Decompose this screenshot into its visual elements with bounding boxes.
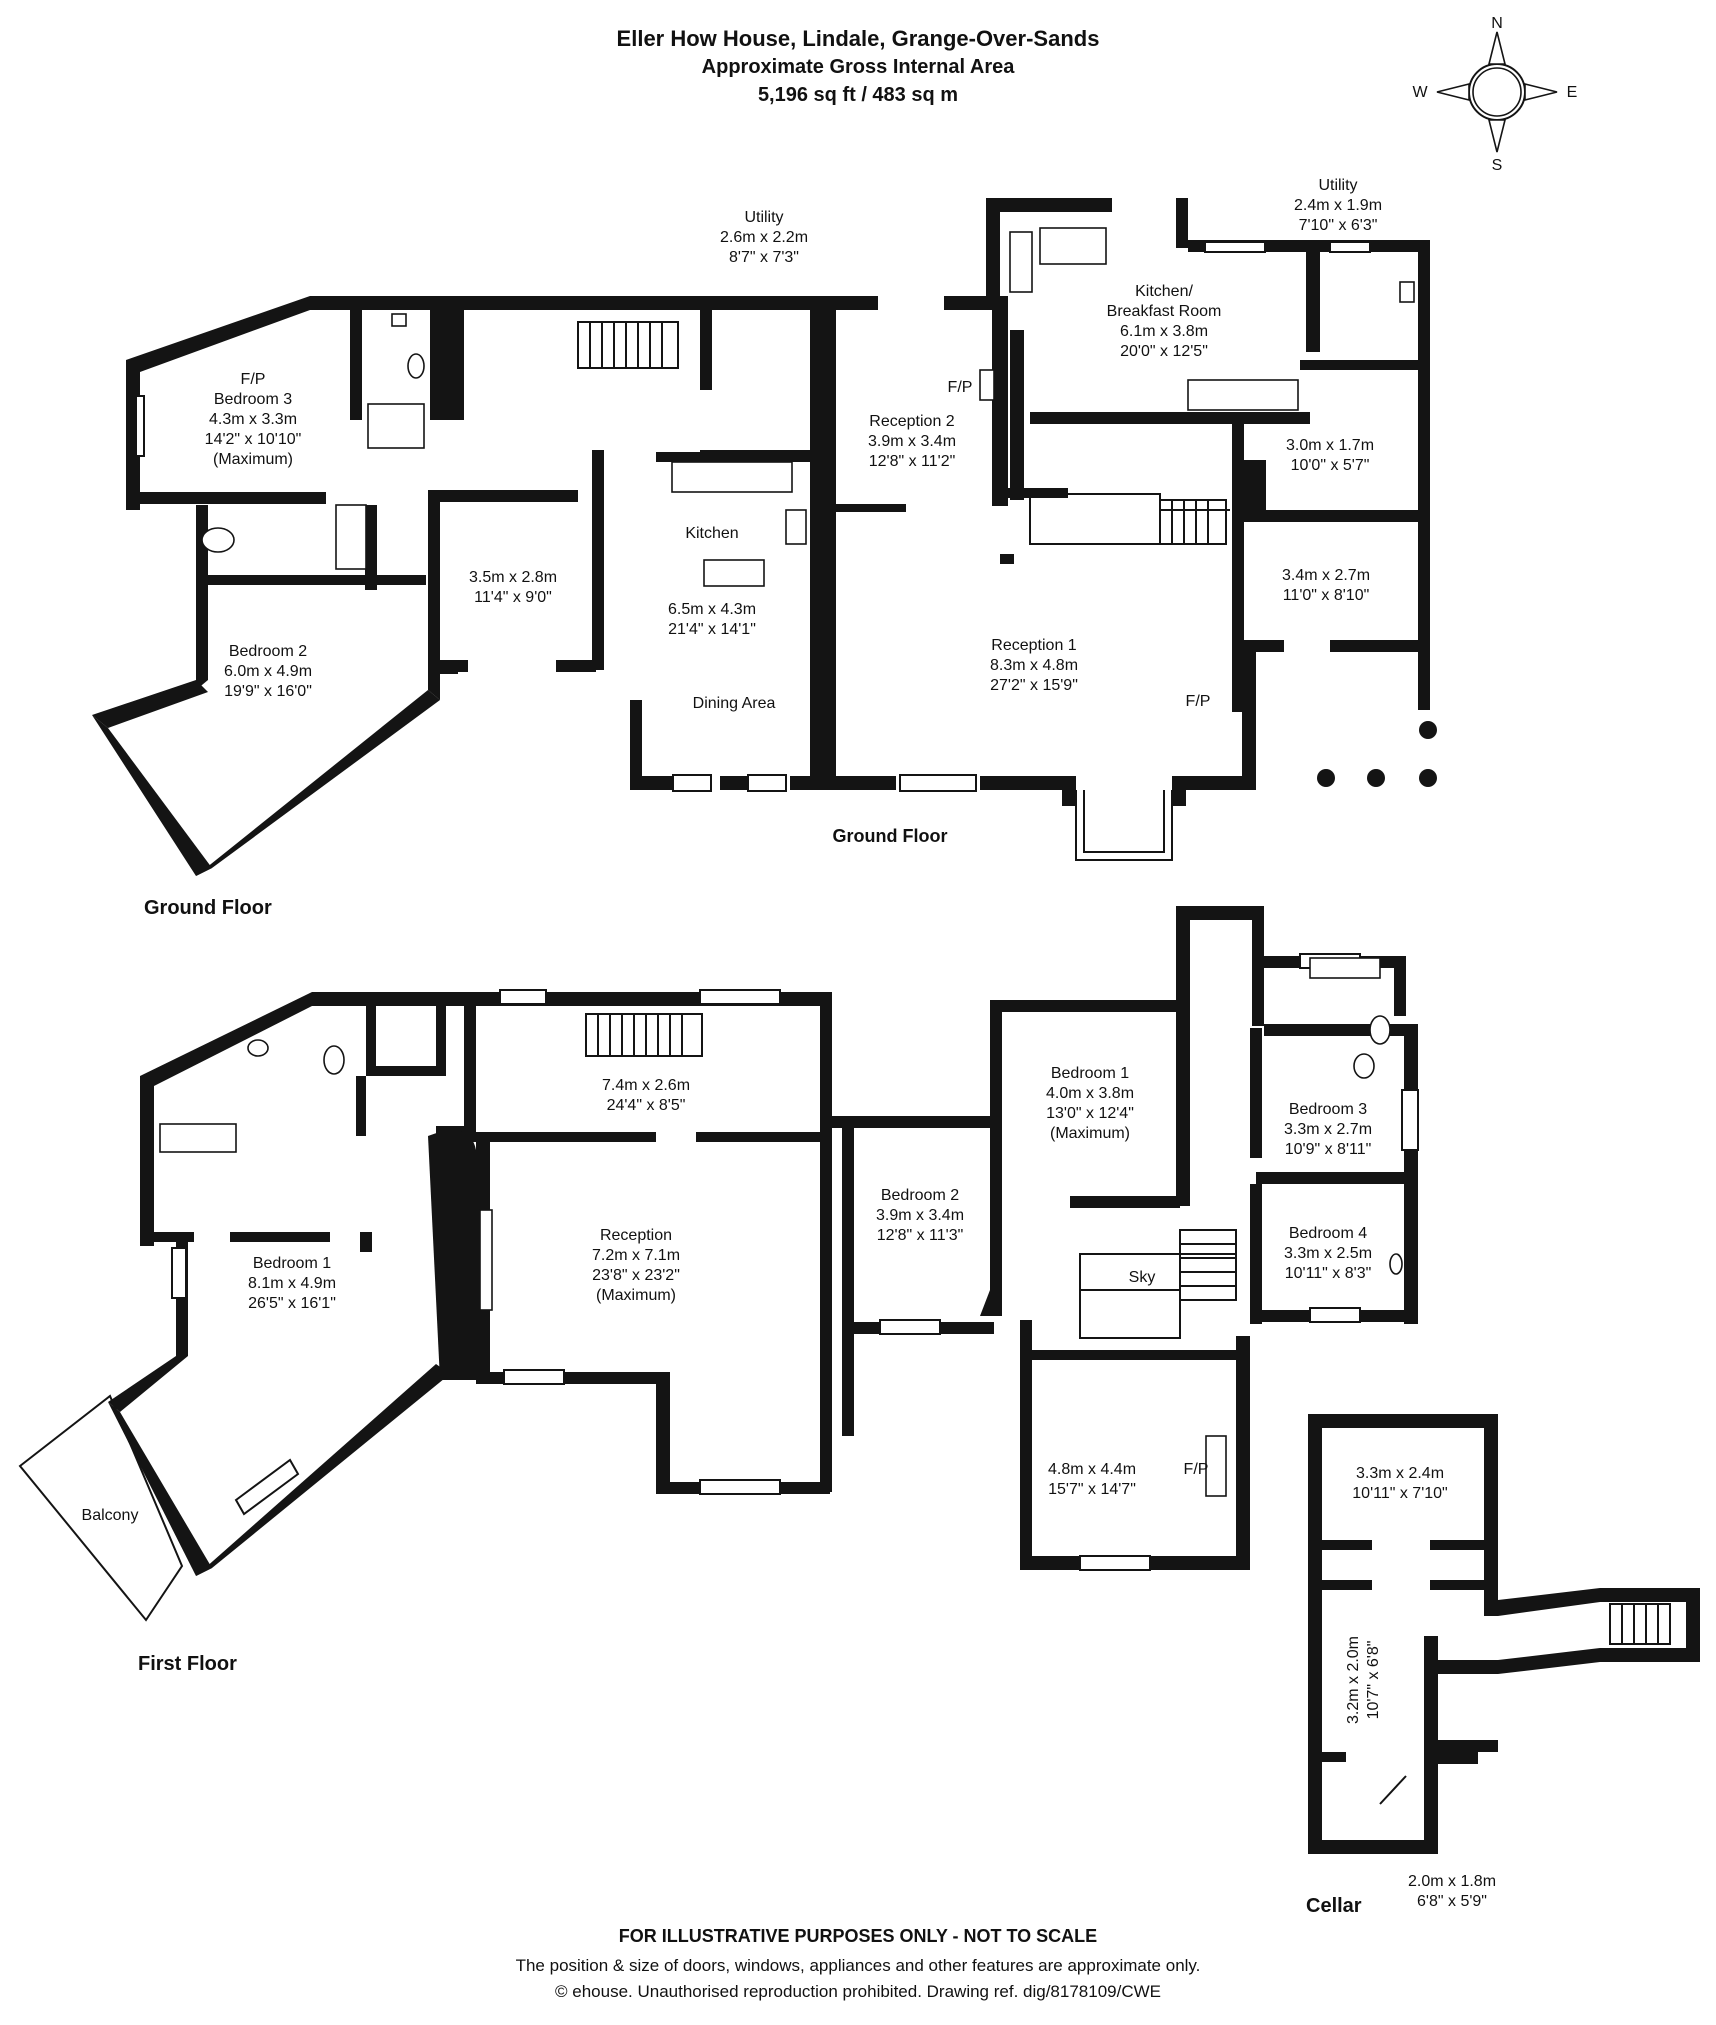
f-bed4-imperial: 10'11" x 8'3": [1285, 1265, 1372, 1282]
g-hall-metric: 3.5m x 2.8m: [469, 569, 557, 586]
plan-title: Eller How House, Lindale, Grange-Over-Sa…: [616, 26, 1100, 51]
g-utility1-name: Utility: [744, 209, 783, 226]
g-utility2-metric: 2.4m x 1.9m: [1294, 197, 1382, 214]
ground-floor-label: Ground Floor: [144, 897, 272, 919]
g-utility1-imperial: 8'7" x 7'3": [729, 249, 799, 266]
g-rec2-name: Reception 2: [869, 413, 954, 430]
g-bed3-max: (Maximum): [213, 451, 293, 468]
g-rec2-metric: 3.9m x 3.4m: [868, 433, 956, 450]
g-kitchen-metric: 6.5m x 4.3m: [668, 601, 756, 618]
g-r30-imperial: 10'0" x 5'7": [1291, 457, 1370, 474]
compass-n: N: [1491, 15, 1503, 32]
f-bed4-metric: 3.3m x 2.5m: [1284, 1245, 1372, 1262]
f-bed1-metric: 8.1m x 4.9m: [248, 1275, 336, 1292]
f-bed2-metric: 3.9m x 3.4m: [876, 1207, 964, 1224]
f-balcony: Balcony: [82, 1507, 139, 1524]
f-bed2-imperial: 12'8" x 11'3": [877, 1227, 964, 1244]
room-labels: F/P Bedroom 3 4.3m x 3.3m 14'2" x 10'10"…: [82, 177, 1496, 1910]
plan-area: 5,196 sq ft / 483 sq m: [757, 84, 959, 106]
compass-icon: N S E W: [1412, 15, 1577, 174]
f-r48-metric: 4.8m x 4.4m: [1048, 1461, 1136, 1478]
f-bed4-name: Bedroom 4: [1289, 1225, 1367, 1242]
f-bed3-metric: 3.3m x 2.7m: [1284, 1121, 1372, 1138]
g-bed2-imperial: 19'9" x 16'0": [224, 683, 312, 700]
g-rec1-imperial: 27'2" x 15'9": [990, 677, 1078, 694]
g-rec1-metric: 8.3m x 4.8m: [990, 657, 1078, 674]
f-bed1b-imperial: 13'0" x 12'4": [1046, 1105, 1134, 1122]
cellar-label: Cellar: [1306, 1895, 1362, 1917]
f-sky: Sky: [1129, 1269, 1156, 1286]
g-utility2-imperial: 7'10" x 6'3": [1299, 217, 1378, 234]
f-bed3-name: Bedroom 3: [1289, 1101, 1367, 1118]
g-kb-name2: Breakfast Room: [1107, 303, 1222, 320]
f-bed2-name: Bedroom 2: [881, 1187, 959, 1204]
g-fp-rec2: F/P: [948, 379, 973, 396]
f-reception-max: (Maximum): [596, 1287, 676, 1304]
g-kb-metric: 6.1m x 3.8m: [1120, 323, 1208, 340]
g-r34-metric: 3.4m x 2.7m: [1282, 567, 1370, 584]
f-bed1-name: Bedroom 1: [253, 1255, 331, 1272]
g-hall-imperial: 11'4" x 9'0": [474, 589, 552, 606]
c-r20-imperial: 6'8" x 5'9": [1417, 1893, 1487, 1910]
c-r33-metric: 3.3m x 2.4m: [1356, 1465, 1444, 1482]
g-bed3-name: Bedroom 3: [214, 391, 292, 408]
f-reception-metric: 7.2m x 7.1m: [592, 1247, 680, 1264]
ground-floor-walls: [92, 198, 1437, 876]
f-bed1b-metric: 4.0m x 3.8m: [1046, 1085, 1134, 1102]
ground-floor-label-center: Ground Floor: [833, 826, 948, 846]
g-utility1-metric: 2.6m x 2.2m: [720, 229, 808, 246]
g-dining-name: Dining Area: [693, 695, 776, 712]
c-r20-metric: 2.0m x 1.8m: [1408, 1873, 1496, 1890]
compass-e: E: [1567, 84, 1578, 101]
g-kb-name1: Kitchen/: [1135, 283, 1193, 300]
plan-subtitle: Approximate Gross Internal Area: [701, 56, 1015, 78]
f-bed1-imperial: 26'5" x 16'1": [248, 1295, 336, 1312]
first-floor-label: First Floor: [138, 1653, 237, 1675]
f-bed1b-name: Bedroom 1: [1051, 1065, 1129, 1082]
f-reception-imperial: 23'8" x 23'2": [592, 1267, 680, 1284]
f-fp: F/P: [1184, 1461, 1209, 1478]
cellar-walls: [1308, 1414, 1700, 1854]
g-bed3-imperial: 14'2" x 10'10": [205, 431, 302, 448]
f-bed3-imperial: 10'9" x 8'11": [1285, 1141, 1372, 1158]
f-bed1b-max: (Maximum): [1050, 1125, 1130, 1142]
f-reception-name: Reception: [600, 1227, 672, 1244]
g-rec1-name: Reception 1: [991, 637, 1076, 654]
g-kitchen-name: Kitchen: [685, 525, 738, 542]
c-r32-metric: 3.2m x 2.0m: [1345, 1636, 1362, 1724]
g-fp-rec1: F/P: [1186, 693, 1211, 710]
g-rec2-imperial: 12'8" x 11'2": [869, 453, 956, 470]
c-r32-imperial: 10'7" x 6'8": [1365, 1641, 1382, 1720]
g-bed2-metric: 6.0m x 4.9m: [224, 663, 312, 680]
g-bed3-fp: F/P: [241, 371, 266, 388]
footer-copyright: © ehouse. Unauthorised reproduction proh…: [555, 1982, 1161, 2001]
g-utility2-name: Utility: [1318, 177, 1357, 194]
g-kitchen-imperial: 21'4" x 14'1": [668, 621, 756, 638]
first-floor-walls: [18, 906, 1419, 1622]
compass-w: W: [1412, 84, 1428, 101]
f-r48-imperial: 15'7" x 14'7": [1048, 1481, 1136, 1498]
f-landing-metric: 7.4m x 2.6m: [602, 1077, 690, 1094]
footer-disclaimer: FOR ILLUSTRATIVE PURPOSES ONLY - NOT TO …: [618, 1926, 1098, 1946]
footer-note: The position & size of doors, windows, a…: [515, 1956, 1201, 1975]
f-landing-imperial: 24'4" x 8'5": [607, 1097, 686, 1114]
g-r34-imperial: 11'0" x 8'10": [1283, 587, 1370, 604]
g-bed3-metric: 4.3m x 3.3m: [209, 411, 297, 428]
c-r33-imperial: 10'11" x 7'10": [1352, 1485, 1447, 1502]
g-bed2-name: Bedroom 2: [229, 643, 307, 660]
compass-s: S: [1492, 157, 1503, 174]
g-r30-metric: 3.0m x 1.7m: [1286, 437, 1374, 454]
g-kb-imperial: 20'0" x 12'5": [1120, 343, 1208, 360]
